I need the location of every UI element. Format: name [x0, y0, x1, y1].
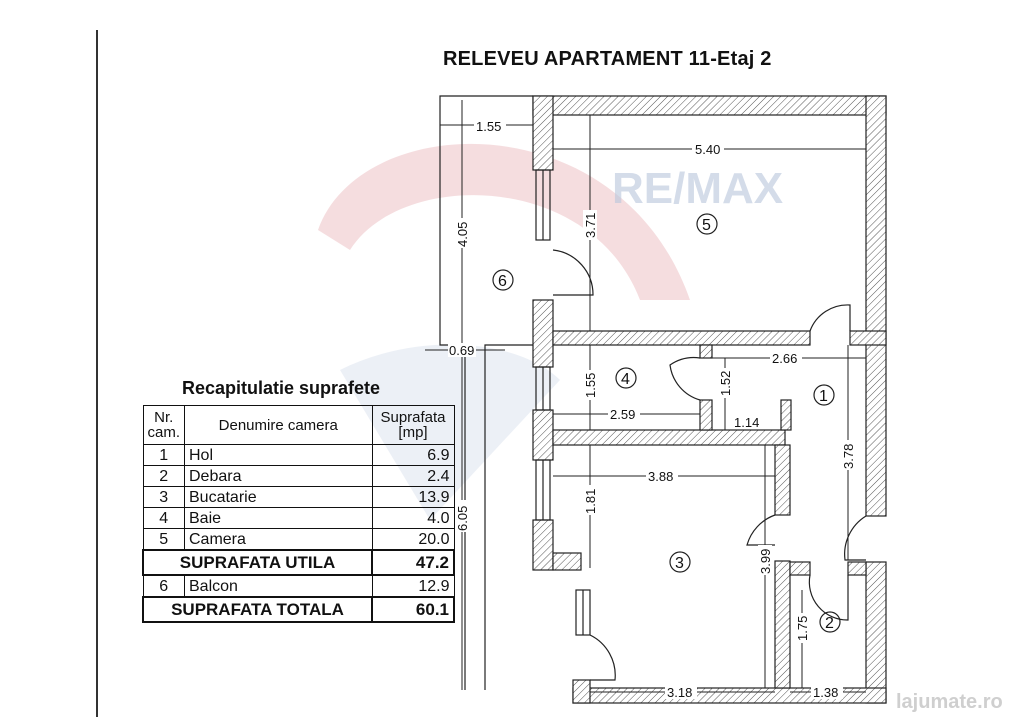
dim-balcony-long: 6.05 [455, 506, 470, 531]
usable-area-value: 47.2 [371, 549, 455, 576]
dim-room3-width: 3.88 [648, 469, 673, 484]
dimension-labels: 1.55 4.05 0.69 6.05 5.40 3.71 1.55 2.59 … [448, 118, 856, 700]
area-summary-table: Nr. cam. Denumire camera Suprafata [mp] … [142, 405, 455, 623]
row-name: Camera [184, 528, 373, 551]
dim-hol-height1: 1.52 [718, 371, 733, 396]
row-area: 6.9 [371, 444, 455, 466]
row-area: 2.4 [371, 465, 455, 487]
margin-line [96, 30, 98, 717]
total-area-value: 60.1 [371, 596, 455, 623]
dim-balcony-narrow: 0.69 [449, 343, 474, 358]
dim-room2-width: 1.38 [813, 685, 838, 700]
row-area: 4.0 [371, 507, 455, 529]
dim-room2-height: 1.75 [795, 616, 810, 641]
room-number-4: 4 [621, 371, 630, 388]
dim-room4-height: 1.55 [583, 373, 598, 398]
row-name: Bucatarie [184, 486, 373, 508]
dim-room3-height: 3.99 [758, 549, 773, 574]
dimension-lines [425, 100, 866, 693]
row-nr: 3 [142, 486, 185, 508]
row-area: 12.9 [371, 574, 455, 598]
room-number-6: 6 [498, 273, 507, 290]
row-nr: 2 [142, 465, 185, 487]
row-nr: 4 [142, 507, 185, 529]
room-number-2: 2 [825, 615, 834, 632]
header-name: Denumire camera [184, 405, 373, 445]
room-number-1: 1 [819, 388, 828, 405]
header-area: Suprafata [mp] [371, 405, 455, 445]
dim-hol-width: 2.66 [772, 351, 797, 366]
dim-room5-width: 5.40 [695, 142, 720, 157]
row-name: Debara [184, 465, 373, 487]
row-name: Balcon [184, 574, 373, 598]
row-nr: 5 [142, 528, 185, 551]
dim-room3-height1: 1.81 [583, 489, 598, 514]
plan-title: RELEVEU APARTAMENT 11-Etaj 2 [443, 48, 772, 70]
row-nr: 6 [142, 574, 185, 598]
dim-balcony-width: 1.55 [476, 119, 501, 134]
room-number-5: 5 [702, 217, 711, 234]
row-name: Baie [184, 507, 373, 529]
dim-hol-width2: 1.14 [734, 415, 759, 430]
site-watermark: lajumate.ro [896, 691, 1003, 713]
row-area: 13.9 [371, 486, 455, 508]
dim-room5-height: 3.71 [583, 213, 598, 238]
remax-logo-text: RE/MAX [612, 164, 783, 213]
windows-doors [439, 95, 867, 690]
room-markers [492, 213, 841, 633]
row-nr: 1 [142, 444, 185, 466]
dim-hol-height: 3.78 [841, 444, 856, 469]
dim-room3-width2: 3.18 [667, 685, 692, 700]
dim-room4-width: 2.59 [610, 407, 635, 422]
header-nr: Nr. cam. [142, 405, 185, 445]
table-header: Nr. cam. Denumire camera Suprafata [mp] [142, 405, 455, 445]
usable-area-label: SUPRAFATA UTILA [142, 549, 373, 576]
row-name: Hol [184, 444, 373, 466]
total-area-label: SUPRAFATA TOTALA [142, 596, 373, 623]
row-area: 20.0 [371, 528, 455, 551]
dim-balcony-height: 4.05 [455, 222, 470, 247]
table-title: Recapitulatie suprafete [182, 378, 381, 398]
room-number-3: 3 [675, 555, 684, 572]
